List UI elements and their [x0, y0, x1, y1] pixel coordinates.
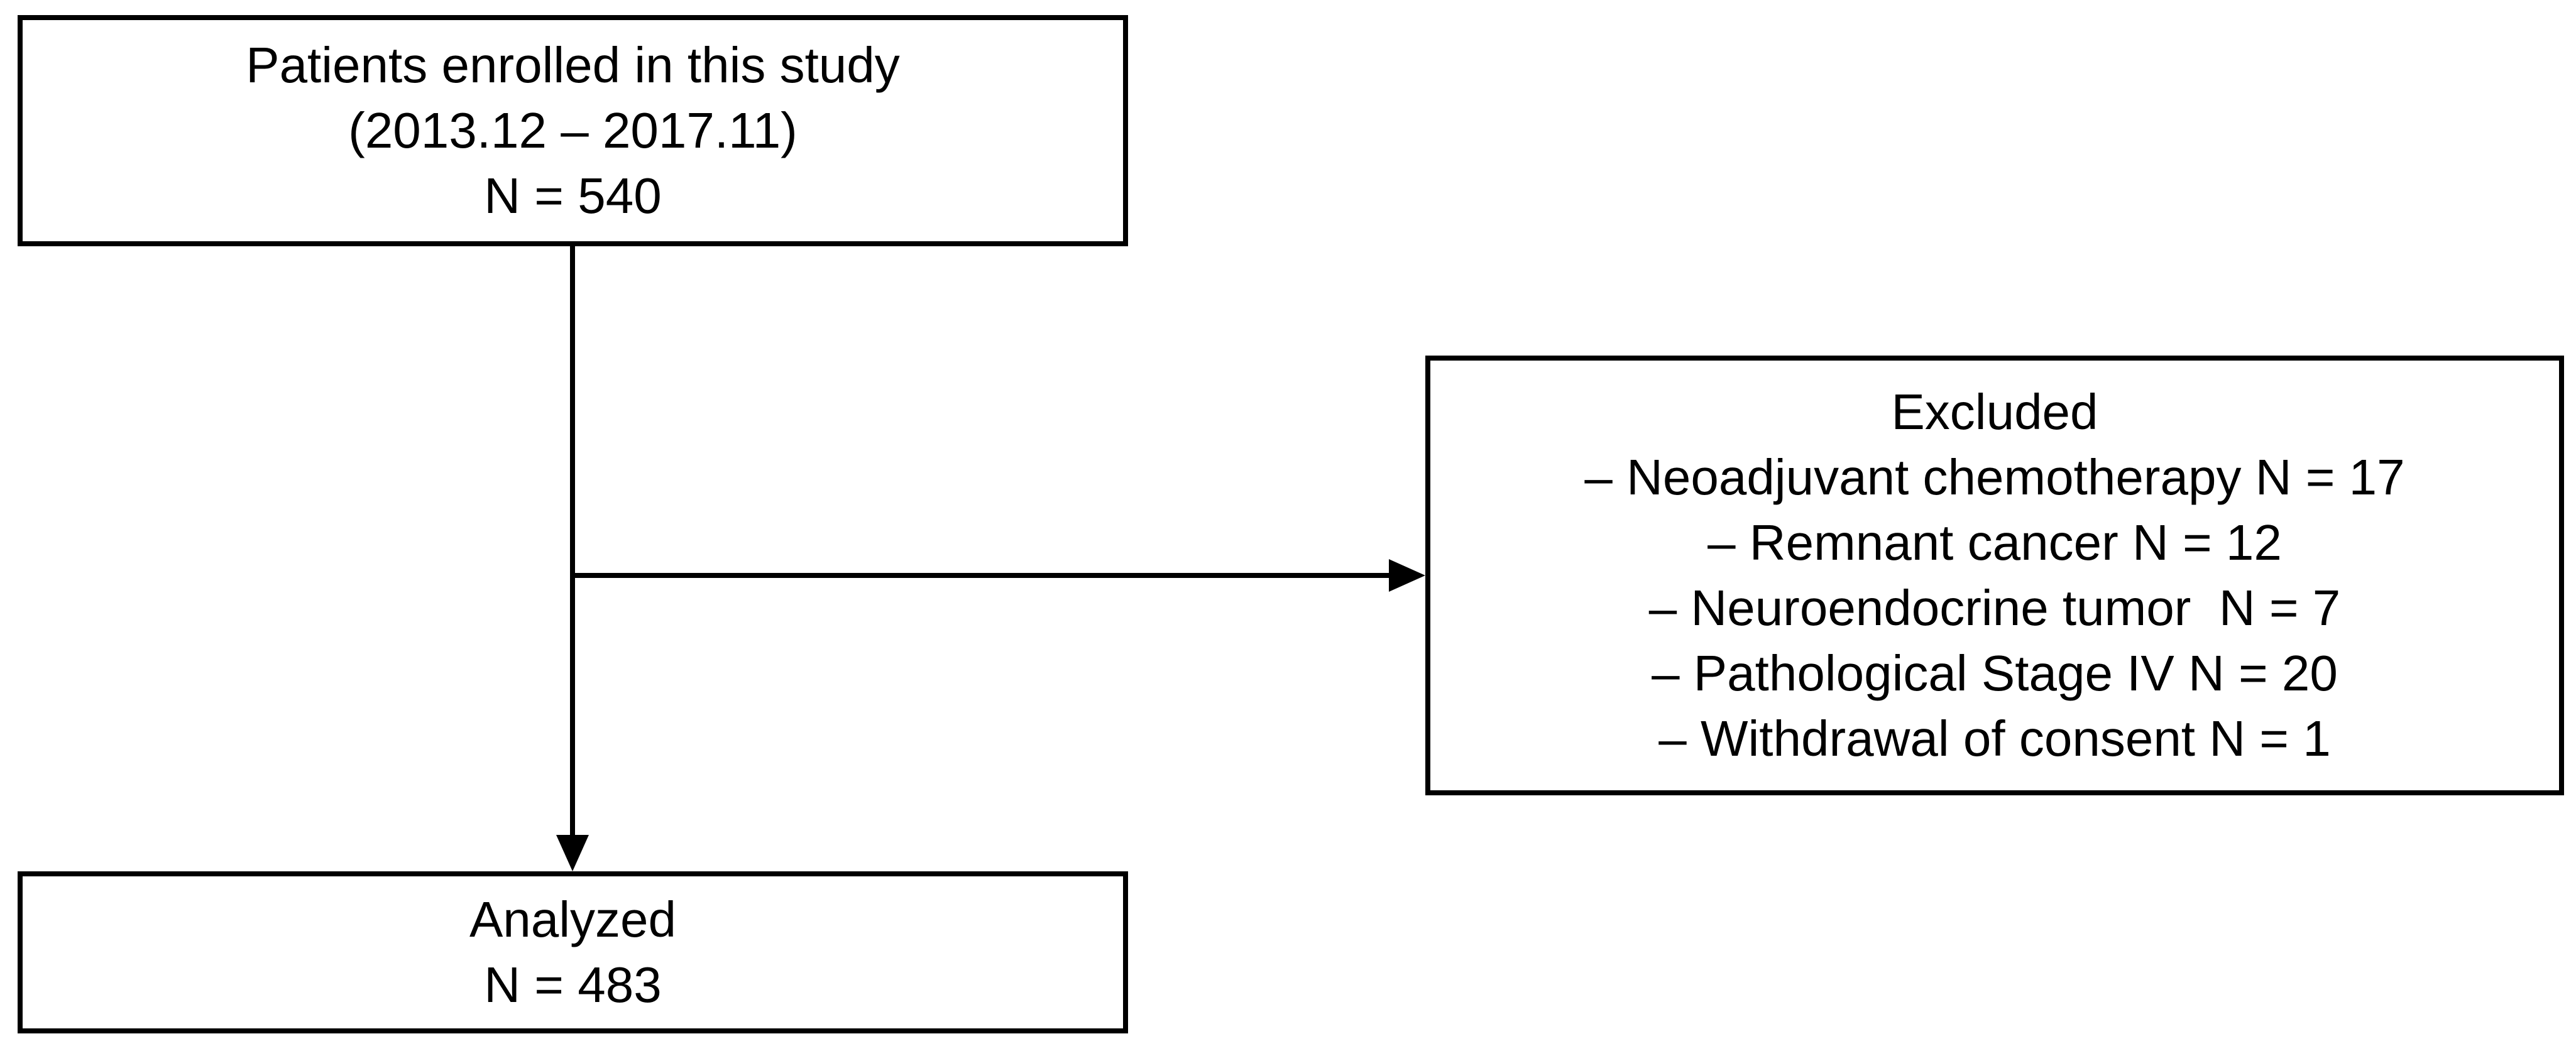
excluded-item-stage-iv: – Pathological Stage IV N = 20	[1652, 645, 2338, 701]
excluded-title: Excluded	[1891, 384, 2098, 440]
connector-vertical-line	[570, 246, 575, 838]
excluded-item-neuroendocrine: – Neuroendocrine tumor N = 7	[1648, 580, 2341, 636]
enrolled-title: Patients enrolled in this study	[246, 37, 900, 93]
analyzed-box: Analyzed N = 483	[18, 871, 1128, 1033]
enrolled-period: (2013.12 – 2017.11)	[348, 102, 797, 158]
excluded-item-neoadjuvant: – Neoadjuvant chemotherapy N = 17	[1584, 449, 2405, 505]
arrow-right-icon	[1389, 559, 1425, 592]
arrow-down-icon	[556, 835, 589, 871]
excluded-item-remnant: – Remnant cancer N = 12	[1707, 515, 2282, 570]
enrolled-count: N = 540	[484, 168, 662, 224]
enrolled-box: Patients enrolled in this study (2013.12…	[18, 15, 1128, 246]
excluded-box: Excluded – Neoadjuvant chemotherapy N = …	[1425, 356, 2564, 795]
analyzed-count: N = 483	[484, 957, 662, 1013]
analyzed-title: Analyzed	[469, 891, 677, 947]
excluded-item-withdrawal: – Withdrawal of consent N = 1	[1658, 711, 2331, 766]
connector-horizontal-line	[570, 573, 1389, 578]
